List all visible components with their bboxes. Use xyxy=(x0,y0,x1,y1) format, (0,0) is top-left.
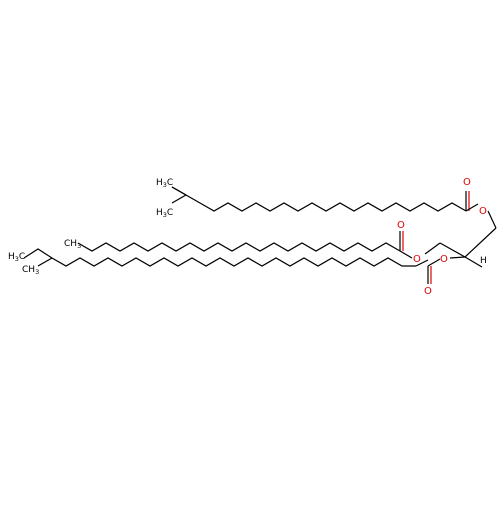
chain-c-bonds xyxy=(23,248,416,267)
stereo-h: H xyxy=(480,256,487,266)
chain-b: CH3 O O H xyxy=(64,220,497,268)
chain-c-carbonyl-o: O xyxy=(424,286,432,297)
glycerol-backbone xyxy=(464,227,497,258)
chain-a-ester-o: O xyxy=(479,206,487,217)
chain-b-link-1 xyxy=(424,242,441,255)
chain-b-ester-o: O xyxy=(413,254,421,265)
chain-c-link xyxy=(449,256,466,259)
chain-a-link xyxy=(487,210,497,229)
chain-a-bonds xyxy=(171,186,467,212)
chain-a: H3C H3C O O xyxy=(156,177,497,229)
chain-b-link-2 xyxy=(439,242,466,258)
chain-c-terminal-branch: CH3 xyxy=(22,265,39,276)
chain-a-branch-top xyxy=(171,186,187,196)
chain-c-to-carbonyl xyxy=(415,259,429,267)
chain-a-terminal-bottom: H3C xyxy=(156,208,173,219)
stereo-h-bond xyxy=(464,256,483,268)
chain-a-carbonyl-o: O xyxy=(463,177,471,188)
chain-a-terminal-top: H3C xyxy=(156,178,173,189)
chain-c: H3C CH3 O O xyxy=(8,248,466,297)
chain-c-ester-o: O xyxy=(440,254,448,265)
chain-b-terminal: CH3 xyxy=(64,239,81,250)
chain-a-ester-bond xyxy=(465,203,479,212)
chain-b-ester-bond xyxy=(399,250,413,259)
chain-c-terminal-top: H3C xyxy=(8,252,25,263)
chain-c-branch xyxy=(37,257,53,267)
chain-a-branch-bottom xyxy=(171,194,187,204)
chain-c-ester-bond xyxy=(427,258,441,267)
chain-b-carbonyl-o: O xyxy=(397,220,405,231)
chain-b-bonds xyxy=(77,242,401,252)
